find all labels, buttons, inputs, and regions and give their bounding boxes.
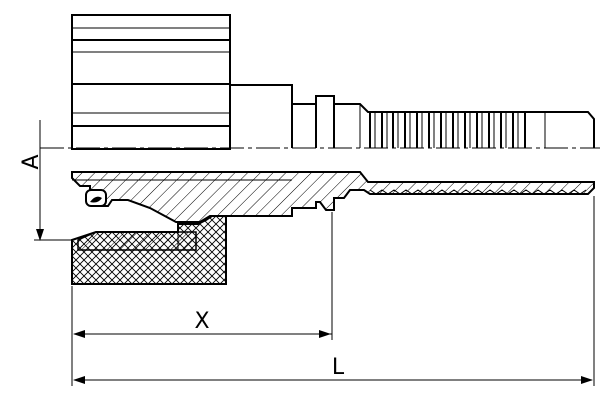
dimension-a-label: A	[19, 154, 44, 169]
nut-outer-view	[71, 14, 231, 150]
body-section	[71, 171, 595, 223]
dimension-x: X	[71, 212, 333, 386]
o-ring	[85, 189, 107, 207]
dimension-x-label: X	[194, 309, 209, 334]
dimension-a: A	[19, 120, 72, 241]
dimension-l: L	[73, 196, 595, 386]
nut-section	[71, 215, 227, 285]
dimension-l-label: L	[332, 355, 345, 380]
body-upper-outline	[230, 84, 595, 148]
hose-tail-ribs	[369, 112, 546, 148]
